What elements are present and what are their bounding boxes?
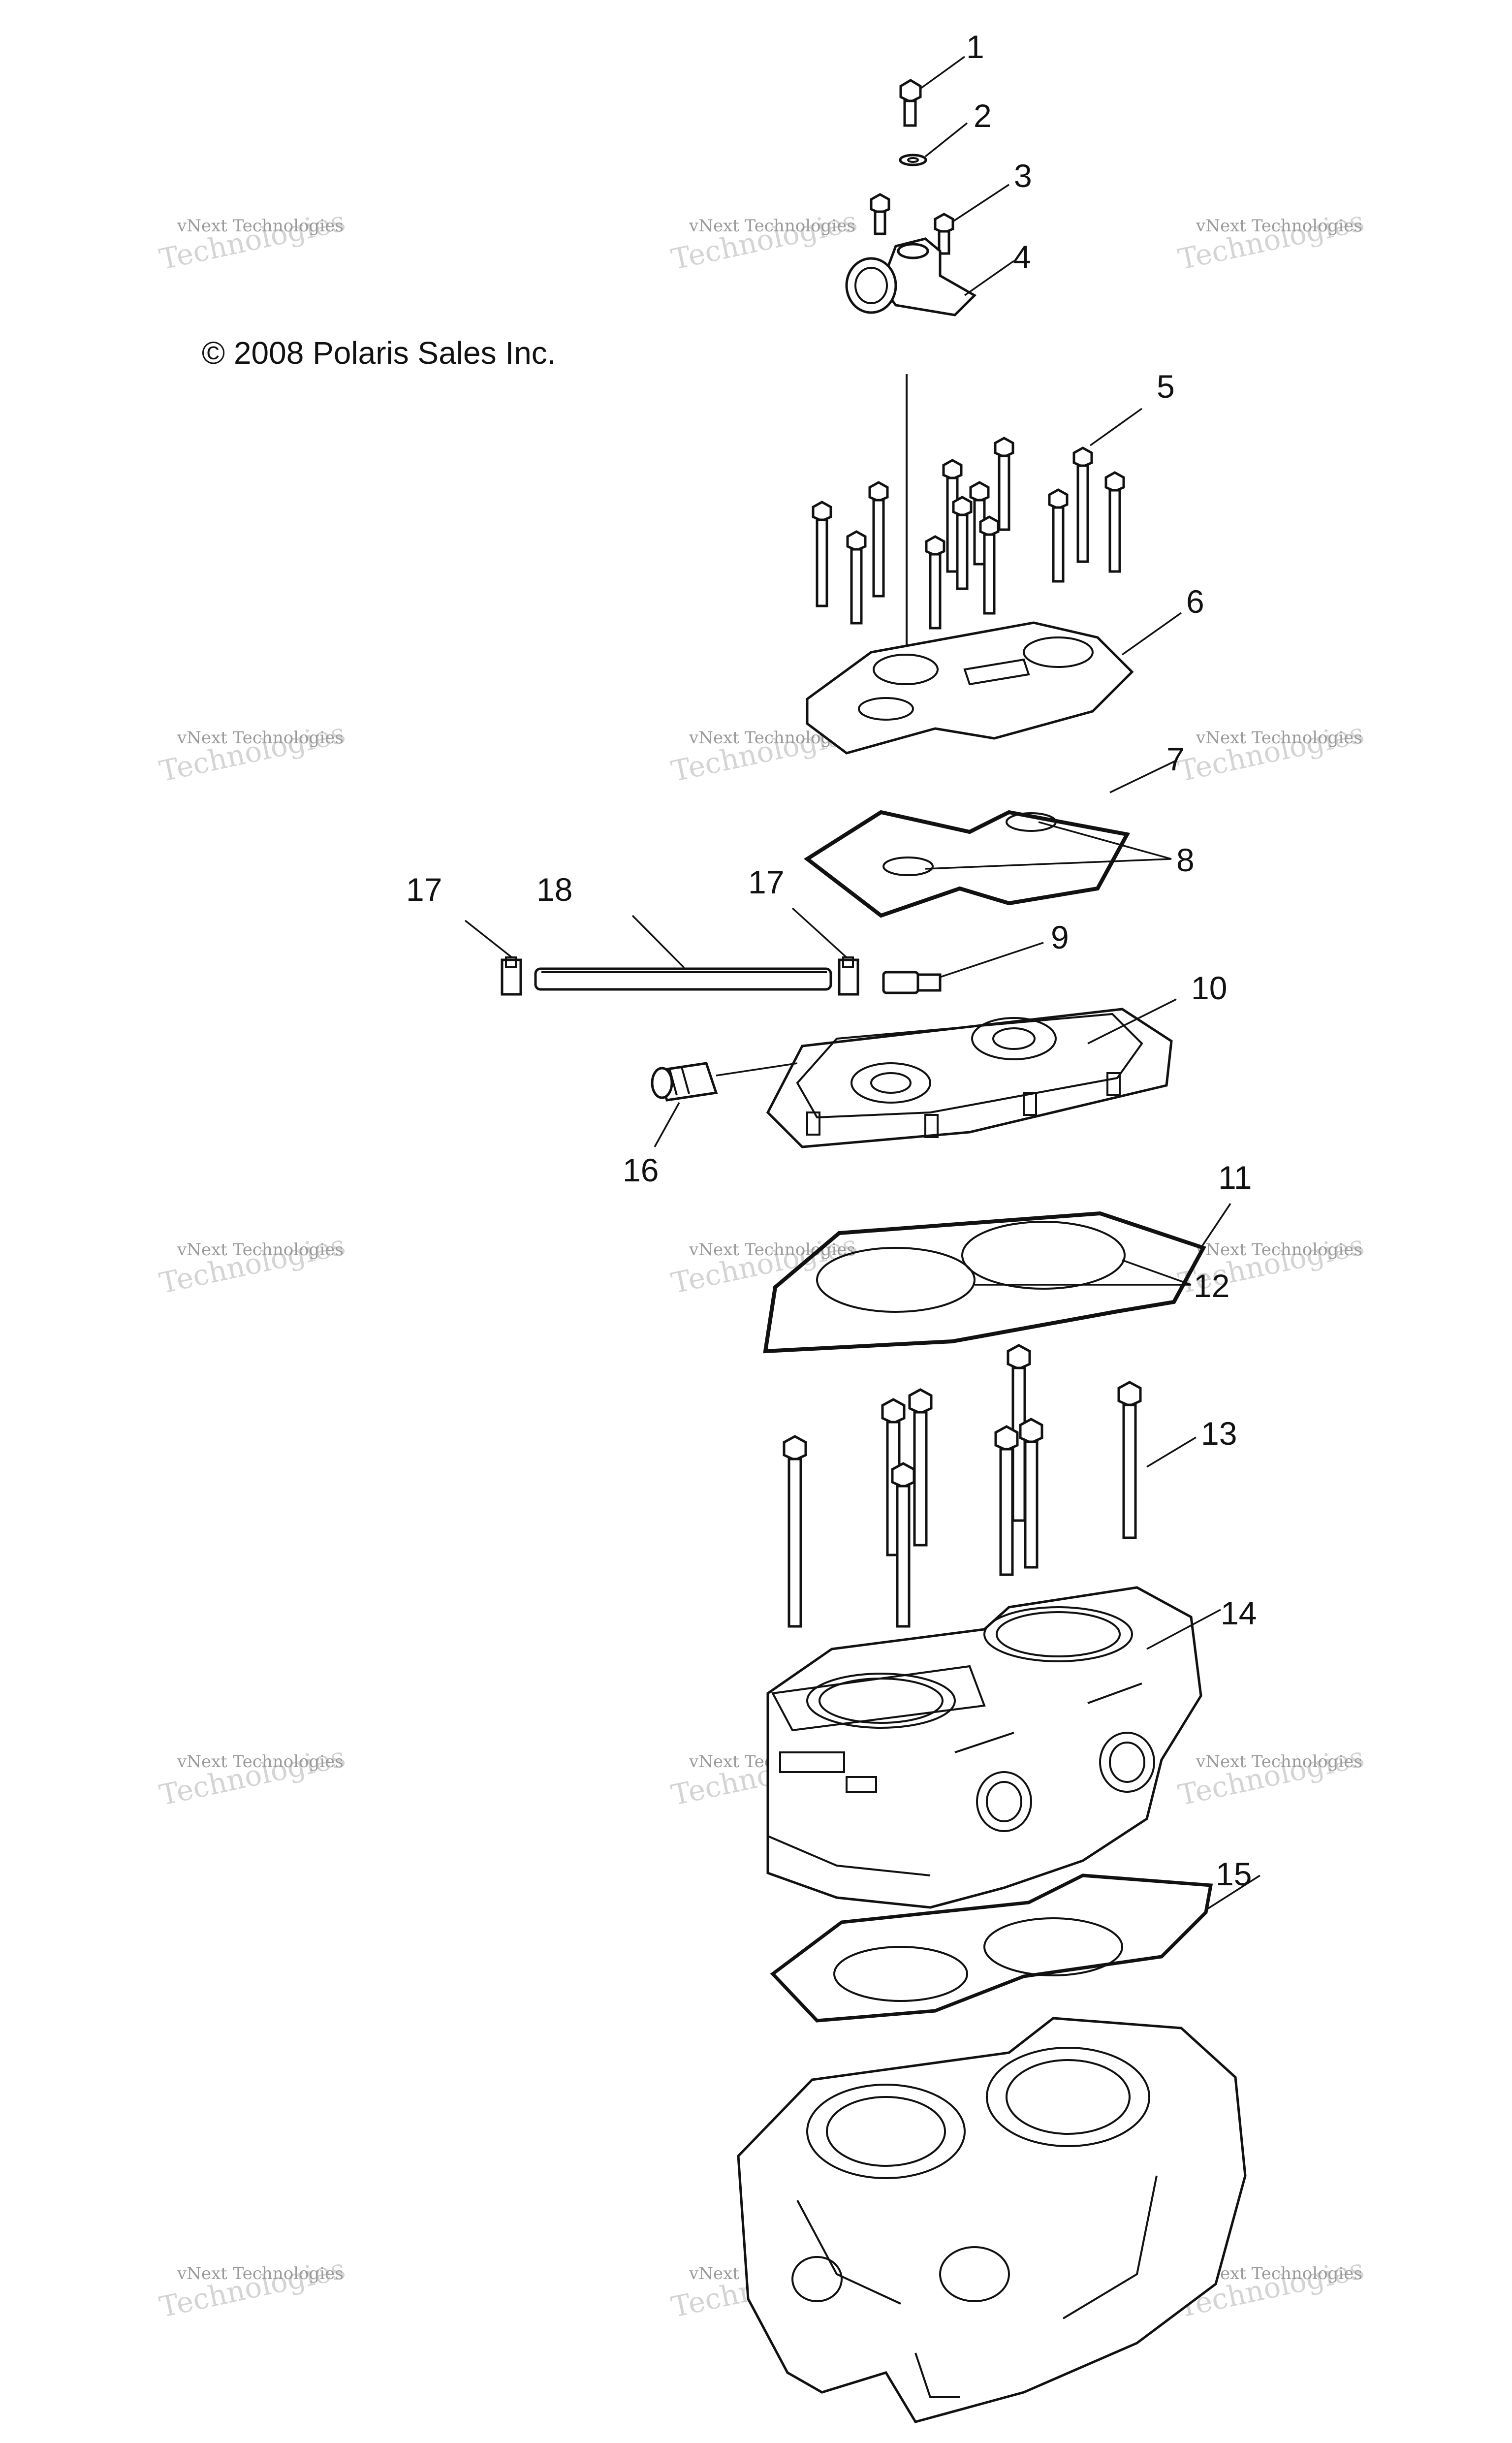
watermark: Technologies vNext Technologies (157, 716, 348, 788)
part-10-cylinder-head (766, 998, 1177, 1148)
part-7-gasket (804, 760, 1177, 918)
svg-text:vNext Technologies: vNext Technologies (177, 2264, 344, 2284)
callout-9: 9 (1051, 919, 1069, 955)
svg-text:vNext Technologies: vNext Technologies (689, 216, 855, 236)
svg-text:vNext Technologies: vNext Technologies (177, 1240, 344, 1260)
callout-3: 3 (1014, 158, 1032, 194)
callout-10: 10 (1191, 970, 1227, 1006)
part-17-clamp-left (464, 920, 522, 996)
svg-text:Technologies: Technologies (668, 204, 860, 276)
svg-text:vNext Technologies: vNext Technologies (1196, 216, 1362, 236)
part-11-head-gasket (763, 1203, 1231, 1354)
svg-text:Technologies: Technologies (157, 2252, 348, 2324)
svg-text:Technologies: Technologies (1175, 716, 1367, 788)
callout-8: 8 (1176, 842, 1195, 878)
svg-text:vNext Technologies: vNext Technologies (177, 216, 344, 236)
callout-15: 15 (1216, 1856, 1252, 1892)
part-13-cylinder-bolts (783, 1344, 1197, 1628)
callout-12: 12 (1194, 1268, 1229, 1304)
watermark: Technologies vNext Technologies (157, 1228, 348, 1300)
part-15-base-gasket (770, 1873, 1260, 2023)
part-4-water-outlet (845, 237, 1015, 317)
svg-text:vNext Technologies: vNext Technologies (177, 728, 344, 748)
watermark-grid: Technologies vNext Technologies Technolo… (157, 204, 1367, 2324)
part-3-bolts (870, 184, 1009, 255)
watermark: Technologies vNext Technologies (1175, 716, 1367, 788)
callout-13: 13 (1201, 1415, 1237, 1452)
svg-text:vNext Technologies: vNext Technologies (177, 1752, 344, 1772)
callout-5: 5 (1157, 368, 1175, 405)
svg-text:Technologies: Technologies (1175, 1740, 1367, 1812)
callout-17-right: 17 (748, 864, 784, 900)
callout-16: 16 (623, 1152, 659, 1188)
callout-4: 4 (1013, 239, 1031, 275)
svg-text:Technologies: Technologies (157, 204, 348, 276)
svg-text:vNext Technologies: vNext Technologies (1196, 728, 1362, 748)
svg-text:vNext Technologies: vNext Technologies (1196, 1240, 1362, 1260)
watermark: Technologies vNext Technologies (668, 204, 860, 276)
callout-17-left: 17 (406, 871, 442, 908)
svg-text:Technologies: Technologies (1175, 204, 1367, 276)
part-18-hose (534, 915, 832, 991)
svg-text:Technologies: Technologies (157, 716, 348, 788)
callout-7: 7 (1166, 741, 1185, 777)
watermark: Technologies vNext Technologies (1175, 204, 1367, 276)
crankcase (737, 2017, 1247, 2423)
callout-14: 14 (1221, 1595, 1257, 1631)
watermark: Technologies vNext Technologies (157, 2252, 348, 2324)
part-1-bolt (899, 56, 966, 127)
callout-labels: 1 2 3 4 5 6 7 8 9 10 11 12 13 14 15 16 1… (406, 29, 1257, 1892)
watermark: Technologies vNext Technologies (157, 204, 348, 276)
copyright-text: © 2008 Polaris Sales Inc. (202, 335, 556, 371)
part-14-cylinder (766, 1586, 1221, 1909)
callout-2: 2 (974, 97, 992, 134)
part-5-head-bolts (812, 408, 1143, 630)
svg-text:vNext Technologies: vNext Technologies (1196, 1752, 1362, 1772)
svg-text:Technologies: Technologies (157, 1740, 348, 1812)
part-9-fitting (882, 942, 1044, 994)
callout-18: 18 (536, 871, 572, 908)
callout-11: 11 (1218, 1159, 1252, 1196)
svg-text:Technologies: Technologies (157, 1228, 348, 1300)
part-6-head-cover (806, 612, 1182, 755)
svg-text:vNext Technologies: vNext Technologies (1196, 2264, 1362, 2284)
callout-6: 6 (1186, 583, 1204, 620)
part-2-washer (899, 122, 968, 166)
watermark: Technologies vNext Technologies (157, 1740, 348, 1812)
callout-1: 1 (966, 29, 984, 65)
part-16-hose-fitting (651, 1062, 798, 1147)
part-17-clamp-right (791, 907, 859, 996)
watermark: Technologies vNext Technologies (1175, 1740, 1367, 1812)
